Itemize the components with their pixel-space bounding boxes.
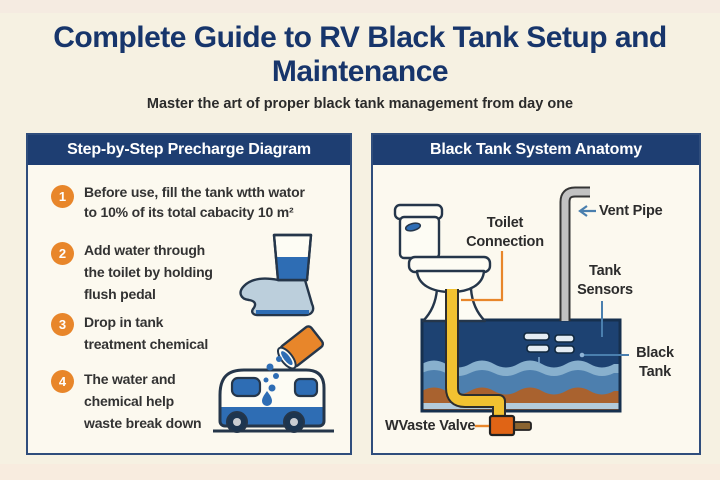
water-drops	[262, 356, 282, 406]
bottom-edge-strip	[0, 464, 720, 480]
precharge-panel: Step-by-Step Precharge Diagram 1 Before …	[26, 133, 352, 455]
step-text: Drop in tank treatment chemical	[84, 314, 209, 352]
step-text: Add water through the toilet by holding …	[84, 242, 213, 302]
anatomy-panel-body: Toilet Connection Vent Pipe Tank Sensors…	[373, 165, 699, 453]
black-tank-diagram	[393, 186, 629, 437]
step-number-badge: 4	[51, 370, 74, 393]
label-waste-valve: WVaste Valve	[385, 418, 476, 434]
precharge-panel-title: Step-by-Step Precharge Diagram	[28, 135, 350, 165]
waste-valve-graphic	[488, 414, 532, 437]
label-tank-sensors: Tank Sensors	[577, 263, 633, 298]
step-text: The water and chemical help waste break …	[84, 371, 202, 431]
precharge-panel-body: 1 Before use, fill the tank wtth wator t…	[28, 165, 350, 453]
chemical-bucket-rv-icon	[213, 325, 334, 433]
label-vent-pipe: Vent Pipe	[599, 203, 663, 219]
drain-pipe-graphic	[445, 289, 506, 419]
rv-window	[293, 377, 319, 398]
anatomy-panel-title: Black Tank System Anatomy	[373, 135, 699, 165]
step-number-badge: 3	[51, 313, 74, 336]
step-text: Before use, fill the tank wtth wator to …	[84, 184, 305, 220]
rv-window	[230, 376, 262, 398]
chemical-bucket	[276, 325, 325, 370]
step-number-badge: 1	[51, 185, 74, 208]
water-glass-on-pedal-icon	[239, 233, 315, 317]
vent-pipe-graphic	[559, 186, 590, 321]
label-black-tank: Black Tank	[636, 345, 674, 380]
toilet-connection-leader	[461, 251, 504, 302]
top-edge-strip	[0, 0, 720, 13]
step-number-badge: 2	[51, 242, 74, 265]
vent-pipe-arrow-icon	[578, 205, 596, 217]
tank-sensors-graphic	[523, 332, 575, 354]
anatomy-panel: Black Tank System Anatomy	[371, 133, 701, 455]
label-toilet-connection: Toilet Connection	[466, 215, 544, 250]
page-subtitle: Master the art of proper black tank mana…	[146, 96, 574, 112]
page-title: Complete Guide to RV Black Tank Setup an…	[53, 21, 667, 88]
